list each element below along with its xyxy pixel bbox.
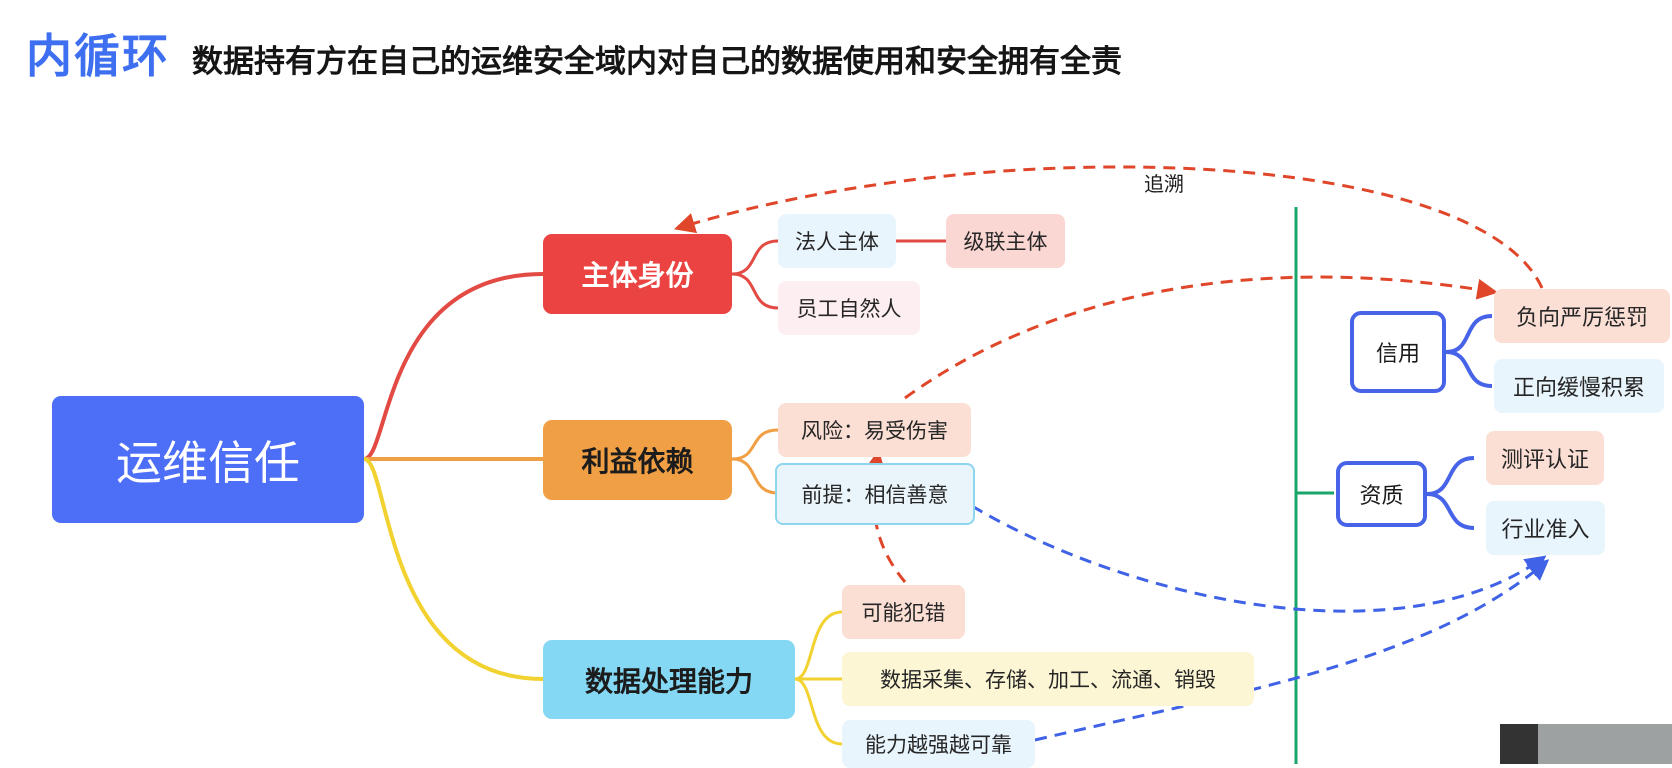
link-interest-risk [731,428,779,461]
leaf-employee: 员工自然人 [778,281,920,335]
arrow-trace [673,165,1544,289]
leaf-risk: 风险：易受伤害 [778,403,971,457]
link-credit-negative [1445,314,1493,354]
leaf-more-reliable: 能力越强越可靠 [842,720,1035,768]
link-identity-employee [731,272,779,310]
group-credit: 信用 [1350,311,1446,393]
webcam-overlay-edge [1500,724,1538,764]
link-interest-premise [731,457,779,495]
link-capability-reliable [794,677,843,746]
leaf-processing-stages: 数据采集、存储、加工、流通、销毁 [842,652,1254,706]
page-subtitle: 数据持有方在自己的运维安全域内对自己的数据使用和安全拥有全责 [192,44,1122,80]
page-title: 内循环 [26,29,170,83]
link-identity-legal [731,239,779,276]
link-capability-error [794,610,843,681]
branch-capability: 数据处理能力 [543,640,795,719]
link-root-identity [363,272,544,461]
group-qualification: 资质 [1336,461,1427,527]
branch-identity: 主体身份 [543,234,732,314]
arrow-premise-to-access [971,504,1547,613]
leaf-negative-penalty: 负向严厉惩罚 [1494,289,1670,343]
arrow-reliable-to-access [1034,559,1550,742]
leaf-may-err: 可能犯错 [842,585,965,639]
root-node: 运维信任 [52,396,364,523]
arrow-risk-to-penalty [904,275,1499,400]
leaf-legal-entity: 法人主体 [778,214,896,268]
link-qual-cert [1426,456,1475,496]
link-credit-positive [1445,350,1493,388]
leaf-certification: 测评认证 [1486,431,1604,485]
leaf-positive-accumulate: 正向缓慢积累 [1494,359,1664,413]
leaf-cascade-entity: 级联主体 [946,214,1065,268]
branch-interest: 利益依赖 [543,420,732,500]
leaf-industry-access: 行业准入 [1486,501,1605,555]
leaf-premise: 前提：相信善意 [775,463,975,525]
link-qual-access [1426,492,1475,530]
trace-label: 追溯 [1144,172,1184,196]
link-root-capability [363,457,544,681]
